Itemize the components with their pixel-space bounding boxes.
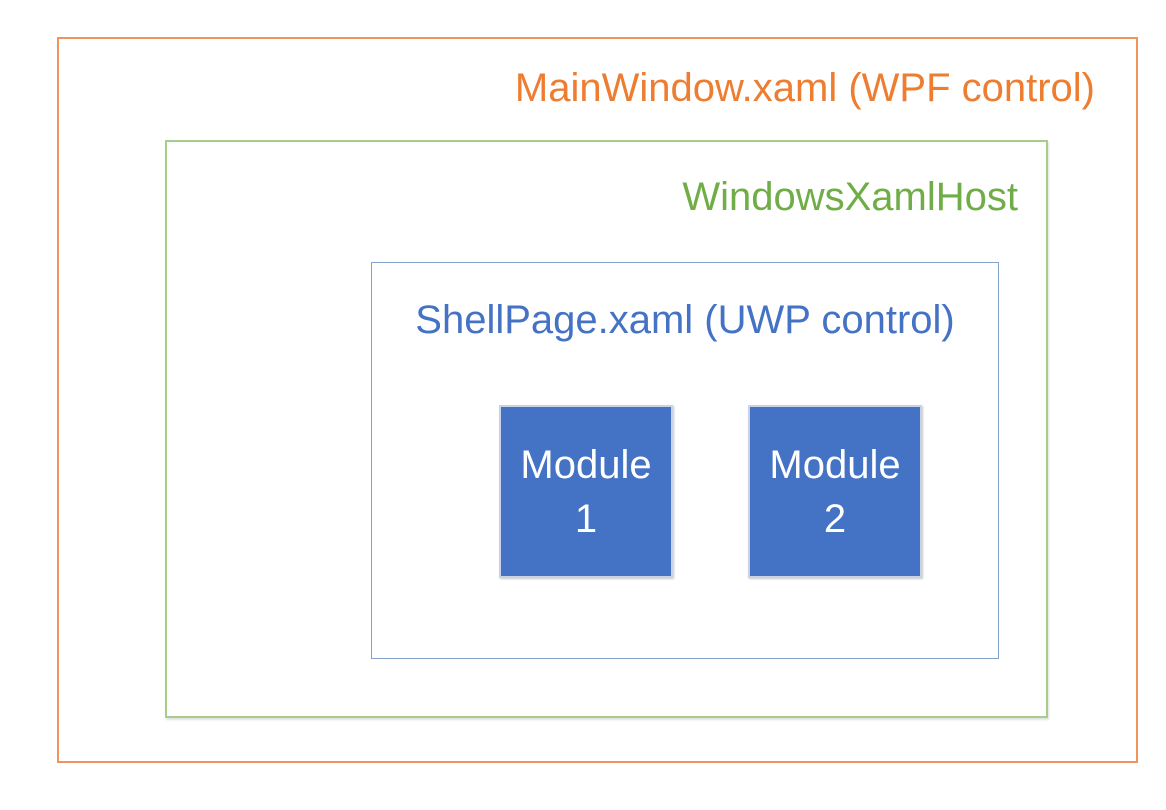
- module-2-box: Module 2: [748, 405, 922, 578]
- wpf-mainwindow-box: MainWindow.xaml (WPF control) WindowsXam…: [57, 37, 1138, 763]
- wpf-mainwindow-label: MainWindow.xaml (WPF control): [514, 66, 1095, 110]
- module-1-label-line2: 1: [574, 496, 598, 541]
- module-1-label-line1: Module: [520, 442, 652, 487]
- module-2-label-line1: Module: [769, 442, 901, 487]
- uwp-shellpage-box: ShellPage.xaml (UWP control) Module 1 Mo…: [371, 262, 999, 659]
- module-2-label-line2: 2: [823, 496, 847, 541]
- windows-xaml-host-box: WindowsXamlHost ShellPage.xaml (UWP cont…: [165, 140, 1048, 718]
- module-1-box: Module 1: [499, 405, 673, 578]
- windows-xaml-host-label: WindowsXamlHost: [682, 175, 1018, 219]
- uwp-shellpage-label: ShellPage.xaml (UWP control): [415, 298, 955, 342]
